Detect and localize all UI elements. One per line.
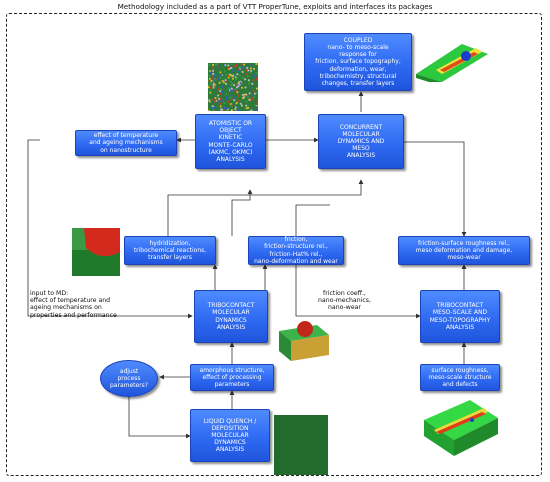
arrow-to-atomistic bbox=[231, 189, 253, 236]
diagram-title: Methodology included as a part of VTT Pr… bbox=[117, 2, 433, 11]
arrow-coeff-to-meso bbox=[295, 265, 421, 319]
roughness-relation-box: friction-surface roughness rel., meso de… bbox=[398, 236, 530, 265]
meso-topography-image bbox=[424, 400, 498, 456]
amorphous-structure-box: amorphous structure, effect of processin… bbox=[190, 364, 274, 391]
atomistic-akmc-box: ATOMISTIC OR OBJECT KINETIC MONTE-CARLO … bbox=[195, 114, 266, 169]
hydridization-simulation-image bbox=[72, 228, 120, 276]
coupled-model-image bbox=[416, 44, 488, 82]
tribocontact-meso-box: TRIBOCONTACT MESO-SCALE AND MESO-TOPOGRA… bbox=[420, 290, 500, 343]
coupled-response-box: COUPLED nano- to meso-scale response for… bbox=[304, 33, 412, 91]
arrow-input-to-md bbox=[27, 139, 193, 319]
tribocontact-md-box: TRIBOCONTACT MOLECULAR DYNAMICS ANALYSIS bbox=[194, 290, 268, 343]
friction-coeff-label: friction coeff., nano-mechanics, nano-we… bbox=[318, 290, 371, 312]
deposition-simulation-image bbox=[274, 415, 328, 475]
tribocontact-sphere-image bbox=[279, 321, 329, 361]
dashed-frame bbox=[6, 13, 542, 476]
arrow-ellipse-to-liquid bbox=[128, 397, 191, 439]
arrow-concurrent-right bbox=[404, 141, 467, 237]
concurrent-md-meso-box: CONCURRENT MOLECULAR DYNAMICS AND MESO A… bbox=[318, 114, 404, 169]
hydridization-box: hydridization, tribochemical reactions, … bbox=[124, 236, 216, 265]
arrow-hydridization-to-concurrent bbox=[167, 179, 364, 236]
input-to-md-label: input to MD: effect of temperature and a… bbox=[30, 290, 117, 319]
temperature-effect-box: effect of temperature and ageing mechani… bbox=[75, 130, 177, 156]
arrow-friction-to-concurrent bbox=[295, 204, 330, 236]
surface-roughness-box: surface roughness, meso-scale structure … bbox=[420, 364, 500, 391]
liquid-quench-box: LIQUID QUENCH / DEPOSITION MOLECULAR DYN… bbox=[190, 409, 270, 462]
adjust-process-ellipse: adjust process parameters? bbox=[100, 360, 158, 397]
friction-box: friction, friction-structure rel., frict… bbox=[248, 236, 344, 265]
akmc-simulation-image bbox=[208, 63, 258, 111]
